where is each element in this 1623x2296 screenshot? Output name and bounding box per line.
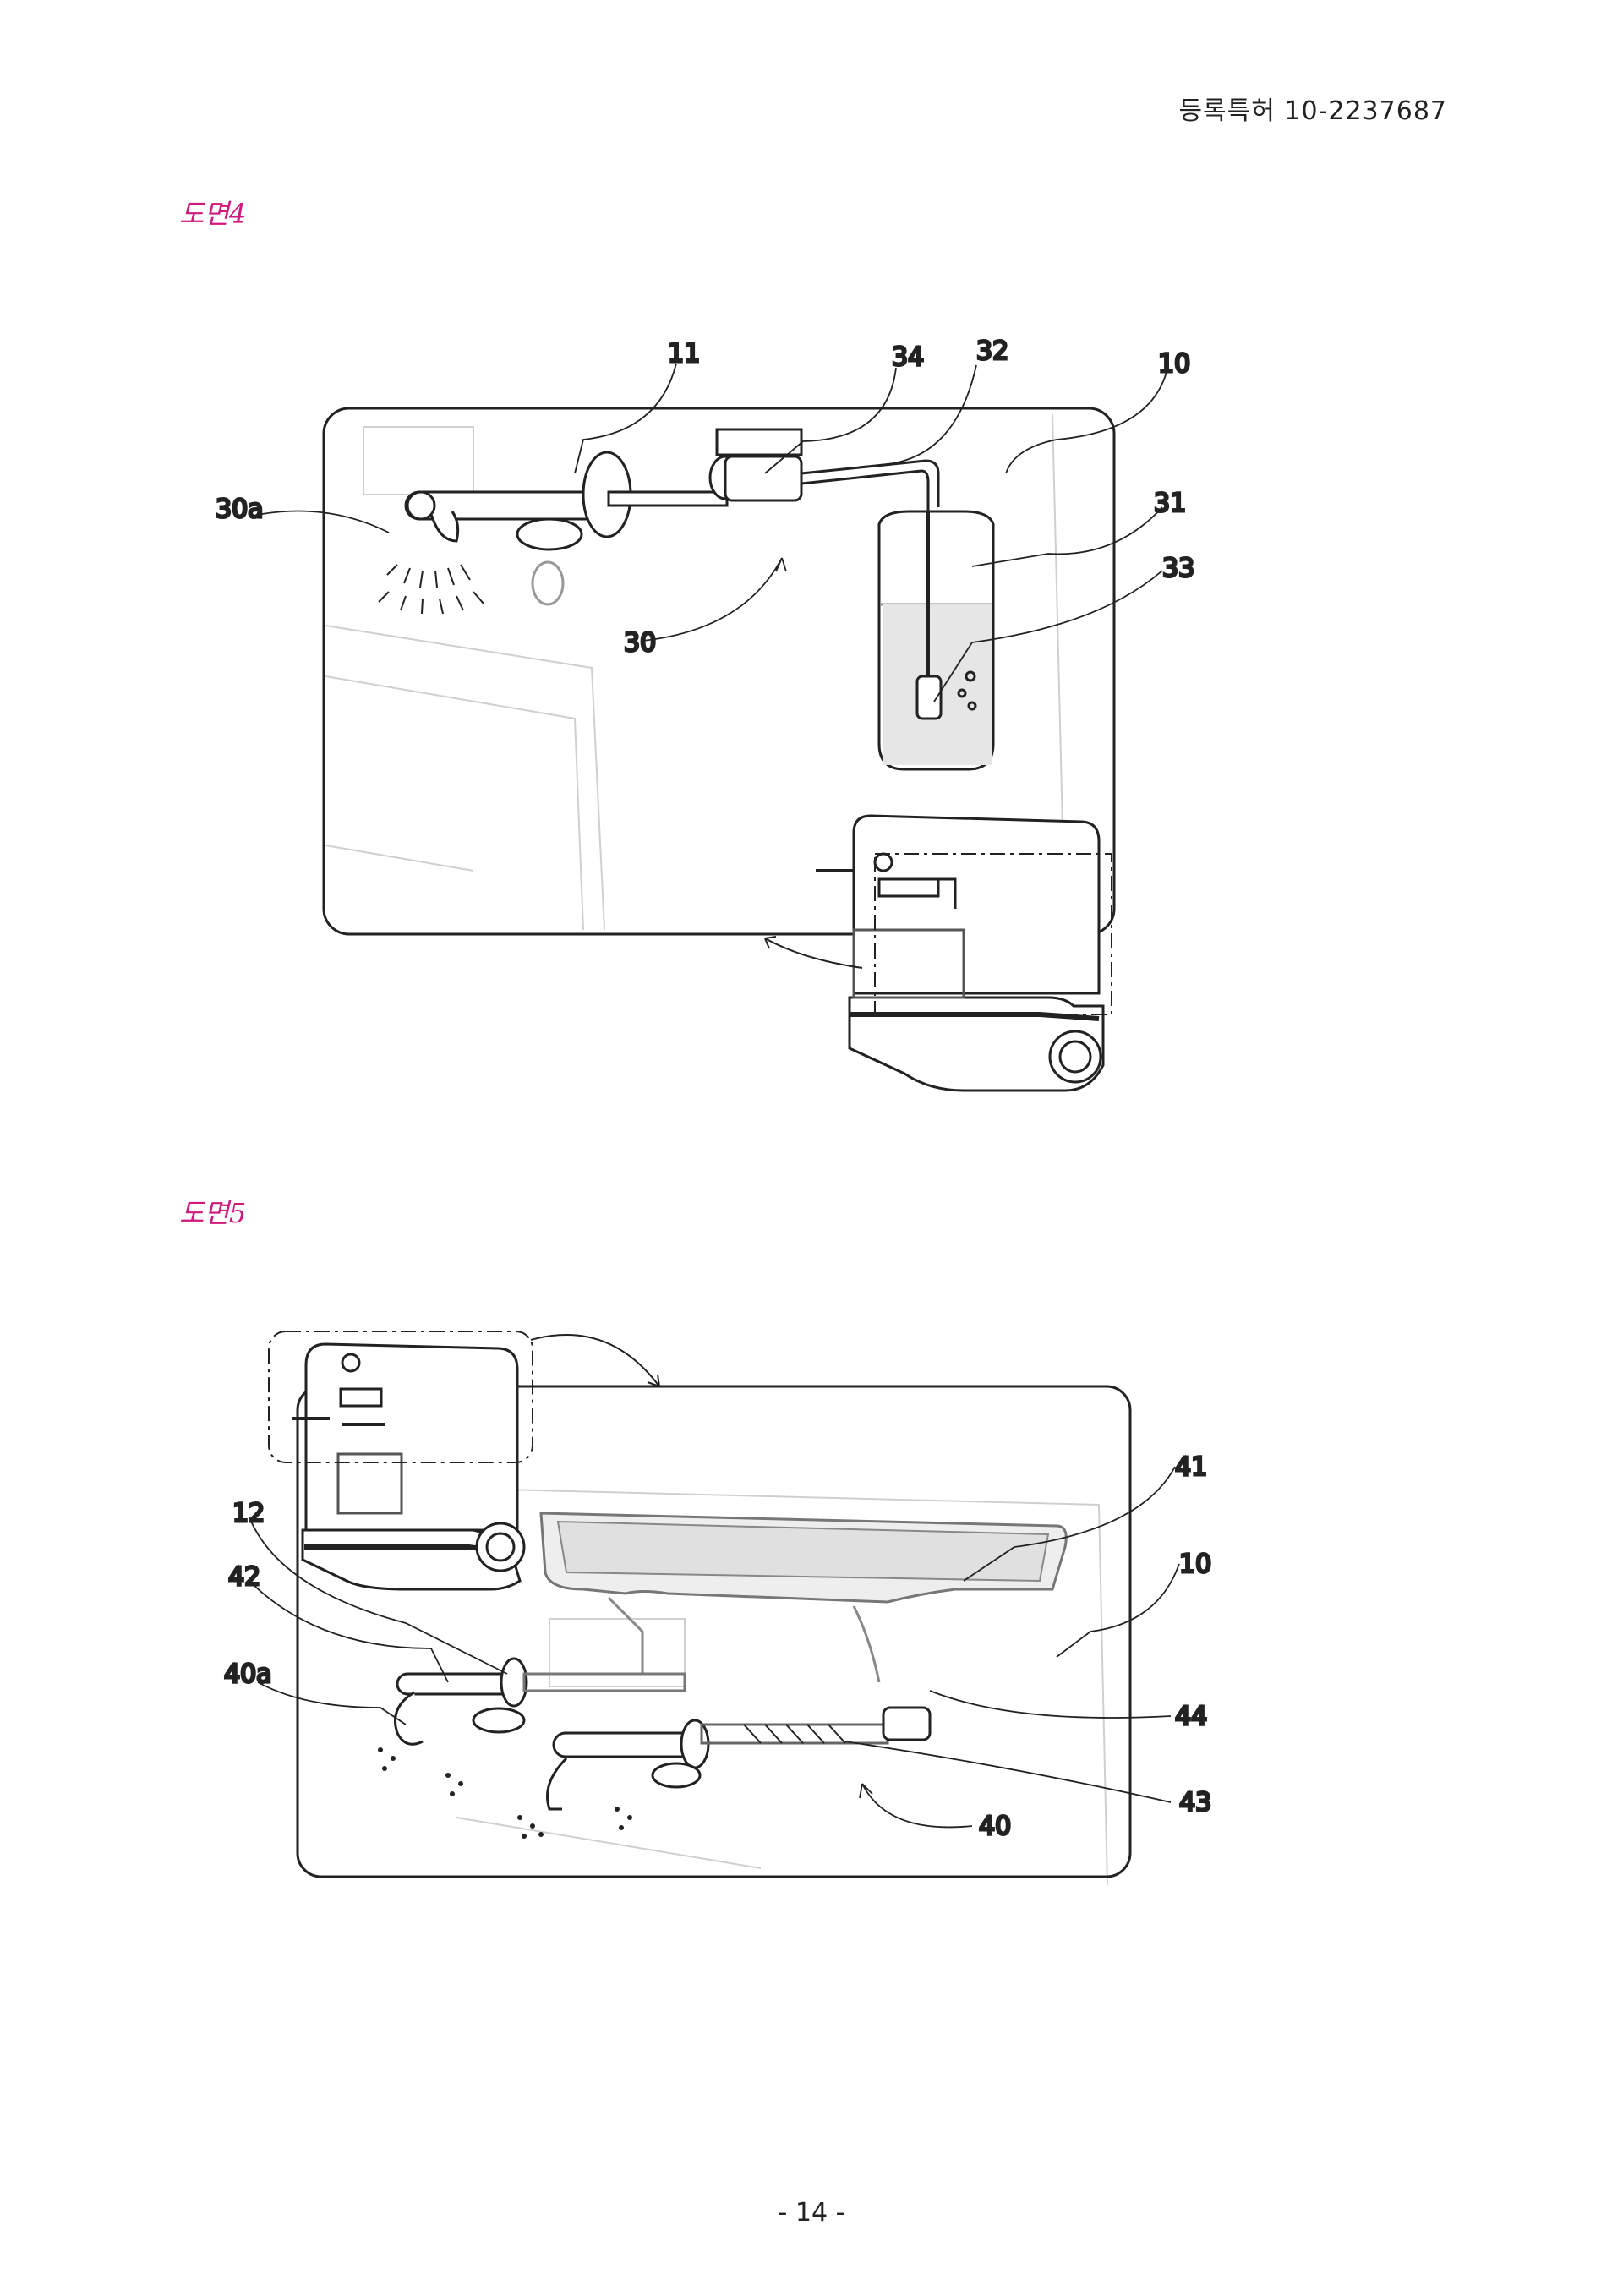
fig4-label-33: 33 <box>1162 554 1194 583</box>
fig4-label-34: 34 <box>892 342 924 372</box>
fig4-liquid-bottle <box>877 510 995 771</box>
page-number: - 14 - <box>778 2198 845 2228</box>
fig5-detail-frame <box>296 1385 1132 1878</box>
fig4-spray-mist <box>378 564 484 615</box>
fig5-label-10: 10 <box>1179 1550 1211 1579</box>
fig4-spray-pipe <box>404 428 940 606</box>
fig5-powder-hopper <box>539 1512 1068 1683</box>
figure-5-drawing: 41 12 10 42 40a 44 43 40 <box>223 1331 1213 1886</box>
fig4-label-30a: 30a <box>216 495 264 524</box>
patent-number-header: 등록특허 10-2237687 <box>1178 96 1447 126</box>
fig5-label-12: 12 <box>232 1499 265 1528</box>
fig5-label-40: 40 <box>979 1812 1011 1841</box>
fig5-zoom-arrow <box>530 1334 660 1387</box>
fig4-leader-lines <box>261 363 1167 702</box>
figure-4-drawing: 11 34 32 10 30a 31 33 30 <box>215 336 1196 1092</box>
fig4-label-32: 32 <box>976 336 1008 366</box>
fig4-detail-frame <box>322 407 1116 936</box>
fig4-inset-vehicle <box>816 814 1105 1092</box>
fig5-label-42: 42 <box>228 1562 260 1592</box>
fig4-zoom-arrow <box>764 938 863 969</box>
fig5-inset-vehicle <box>292 1342 526 1591</box>
fig4-label-11: 11 <box>668 339 700 369</box>
figure-4-title: 도면4 <box>179 198 247 230</box>
fig5-inset-highlight-box <box>268 1331 533 1463</box>
figure-5-title: 도면5 <box>179 1197 247 1229</box>
fig5-label-44: 44 <box>1175 1702 1207 1731</box>
fig5-label-41: 41 <box>1175 1452 1207 1482</box>
fig5-powder-particles <box>378 1747 632 1839</box>
fig5-front-auger <box>546 1706 932 1811</box>
fig5-label-43: 43 <box>1179 1788 1211 1818</box>
fig4-label-30: 30 <box>624 628 656 658</box>
fig4-inset-highlight-box <box>874 853 1112 1015</box>
fig5-label-40a: 40a <box>224 1659 272 1689</box>
fig5-background-cabinet <box>439 1487 1108 1886</box>
fig5-rear-auger <box>394 1657 686 1746</box>
fig4-label-10: 10 <box>1158 349 1190 379</box>
fig4-label-31: 31 <box>1154 489 1186 518</box>
fig5-leader-lines <box>249 1466 1180 1829</box>
